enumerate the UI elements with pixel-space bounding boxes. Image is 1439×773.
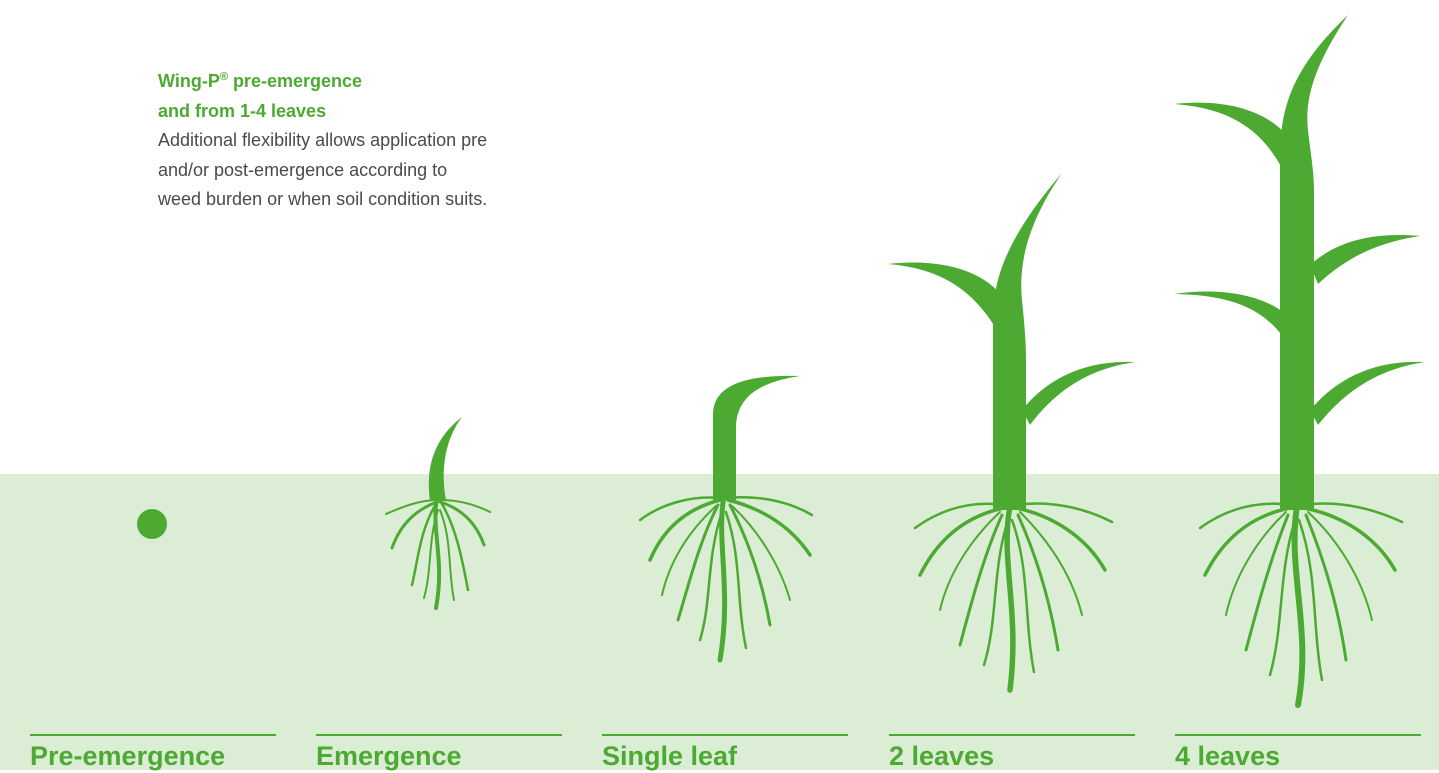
stage-label: Pre-emergence [30,739,276,773]
leaf-icon [888,263,1005,331]
roots-icon [915,504,1112,690]
leaf-icon [1022,362,1135,425]
leaf-icon [1174,103,1292,172]
stage-divider [889,734,1135,736]
plant-emergence [386,417,490,608]
stage-four-leaves: 4 leaves [1175,734,1421,773]
seed-icon [137,509,167,539]
roots-icon [640,496,812,660]
stage-single-leaf: Single leaf [602,734,848,773]
stem-icon [993,173,1062,510]
leaf-icon [1174,292,1292,338]
stage-divider [1175,734,1421,736]
stage-label: 2 leaves [889,739,1135,773]
plant-single-leaf [640,376,812,660]
roots-icon [386,498,490,608]
leaf-icon [1310,235,1420,284]
stage-label: Emergence [316,739,562,773]
stage-label: Single leaf [602,739,848,773]
plant-four-leaves [1174,15,1425,705]
stage-divider [30,734,276,736]
stage-two-leaves: 2 leaves [889,734,1135,773]
stage-divider [316,734,562,736]
stage-emergence: Emergence [316,734,562,773]
stage-pre-emergence: Pre-emergence [30,734,276,773]
roots-icon [1200,504,1402,705]
stage-divider [602,734,848,736]
stage-label: 4 leaves [1175,739,1421,773]
stem-icon [713,376,800,500]
shoot-icon [429,417,462,500]
leaf-icon [1310,362,1425,425]
plant-two-leaves [888,173,1135,690]
